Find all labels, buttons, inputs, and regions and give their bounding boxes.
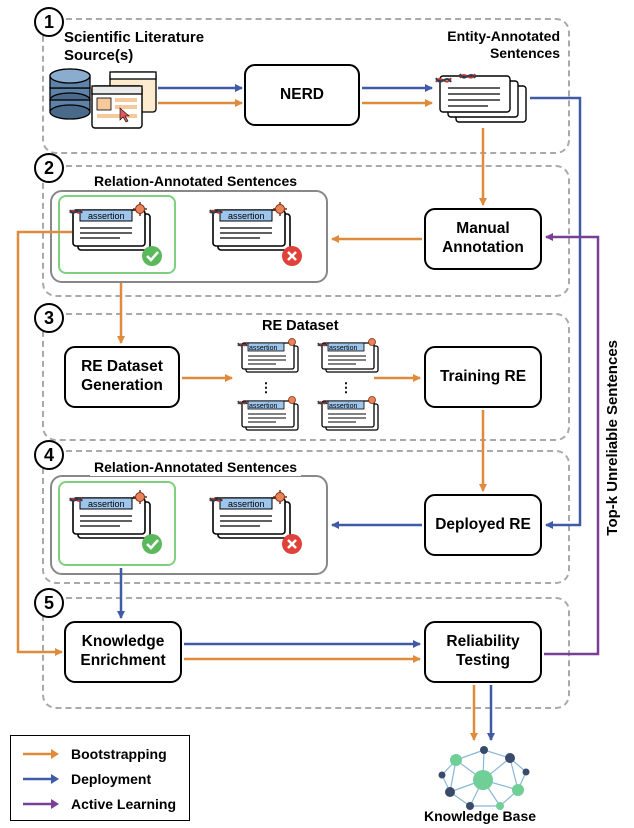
browser-window-icon (91, 71, 157, 129)
svg-text:assertion: assertion (329, 345, 358, 352)
manual-annotation-box: Manual Annotation (424, 208, 542, 270)
re-dataset-title: RE Dataset (262, 318, 339, 334)
knowledge-base-label: Knowledge Base (424, 808, 537, 824)
svg-text:assertion: assertion (249, 403, 278, 410)
assertion-tag-4a: assertion (88, 499, 125, 509)
bootstrapping-arrow-icon (23, 749, 59, 759)
valid-sentence-doc-2: assertion (69, 201, 162, 266)
svg-text:assertion: assertion (249, 345, 278, 352)
source-label: Scientific Literature Source(s) (64, 29, 205, 64)
legend-label-bootstrapping: Bootstrapping (71, 746, 167, 762)
entity-annotated-label: Entity-Annotated Sentences (447, 28, 560, 61)
entity-annotated-docs-icon (435, 73, 527, 123)
assertion-tag-4b: assertion (228, 499, 265, 509)
stage-number-1: 1 (34, 7, 64, 37)
legend-label-active-learning: Active Learning (71, 796, 177, 812)
svg-text:⋮: ⋮ (340, 380, 353, 395)
valid-sentence-doc-4: assertion (69, 489, 162, 554)
re-dataset-docs: assertion assertion assertion assertion … (237, 337, 379, 431)
invalid-sentence-doc-4: assertion (209, 489, 302, 554)
stage-number-5: 5 (34, 588, 64, 618)
deployed-re-box: Deployed RE (424, 494, 542, 556)
svg-text:⋮: ⋮ (260, 380, 273, 395)
nerd-box: NERD (244, 64, 360, 126)
legend-label-deployment: Deployment (71, 771, 152, 787)
assertion-tag-2a: assertion (88, 211, 125, 221)
relation-group-2-title: Relation-Annotated Sentences (90, 173, 302, 190)
stage-number-3: 3 (34, 303, 64, 333)
database-icon (49, 68, 91, 120)
re-dataset-generation-box: RE Dataset Generation (64, 346, 180, 408)
invalid-sentence-doc-2: assertion (209, 201, 302, 266)
knowledge-base-graph-icon (438, 746, 530, 810)
stage-number-4: 4 (34, 440, 64, 470)
svg-text:assertion: assertion (329, 403, 358, 410)
knowledge-enrichment-box: Knowledge Enrichment (64, 621, 182, 683)
relation-group-4-title: Relation-Annotated Sentences (90, 459, 302, 476)
legend: Bootstrapping Deployment Active Learning (10, 735, 190, 821)
active-learning-arrow-icon (23, 799, 59, 809)
assertion-tag-2b: assertion (228, 211, 265, 221)
deployment-arrow-icon (23, 774, 59, 784)
reliability-testing-box: Reliability Testing (424, 621, 542, 683)
training-re-box: Training RE (424, 346, 542, 408)
stage-number-2: 2 (34, 153, 64, 183)
